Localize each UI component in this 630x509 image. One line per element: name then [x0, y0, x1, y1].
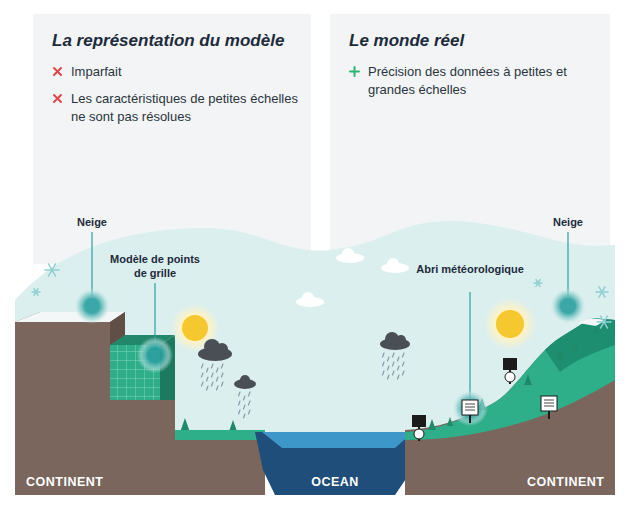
snow [15, 312, 125, 322]
plus-mark [349, 66, 360, 77]
sun [182, 315, 208, 341]
bullet-text: Précision des données à petites et grand… [368, 63, 599, 99]
target-ring [452, 390, 488, 426]
text-panel: La représentation du modèleImparfaitLes … [52, 30, 302, 135]
panel-heading: Le monde réel [349, 30, 599, 51]
region-label: CONTINENT [26, 475, 103, 489]
target-ring [550, 288, 586, 324]
region-label: CONTINENT [527, 475, 604, 489]
callout-label: Abri météorologique [415, 262, 525, 276]
target-ring [137, 337, 173, 373]
water [262, 432, 413, 448]
region-label: OCEAN [311, 475, 359, 489]
target-ring [74, 288, 110, 324]
leader-line [92, 232, 568, 398]
ocean [255, 432, 420, 495]
cloud [296, 248, 409, 307]
bullet-text: Imparfait [71, 63, 122, 81]
cross-mark [52, 93, 63, 104]
callout-label: Modèle de points de grille [105, 252, 205, 280]
weather-station [412, 358, 517, 441]
panel-bg [33, 14, 311, 264]
instrument-shelter [462, 396, 557, 423]
bullet-text: Les caractéristiques de petites échelles… [71, 90, 302, 126]
callout-label: Neige [62, 215, 122, 229]
text-panel: Le monde réelPrécision des données à pet… [349, 30, 599, 108]
callout-label: Neige [538, 215, 598, 229]
panel-heading: La représentation du modèle [52, 30, 302, 51]
cloud [198, 332, 410, 389]
sun [496, 310, 524, 338]
cross-mark [52, 66, 63, 77]
